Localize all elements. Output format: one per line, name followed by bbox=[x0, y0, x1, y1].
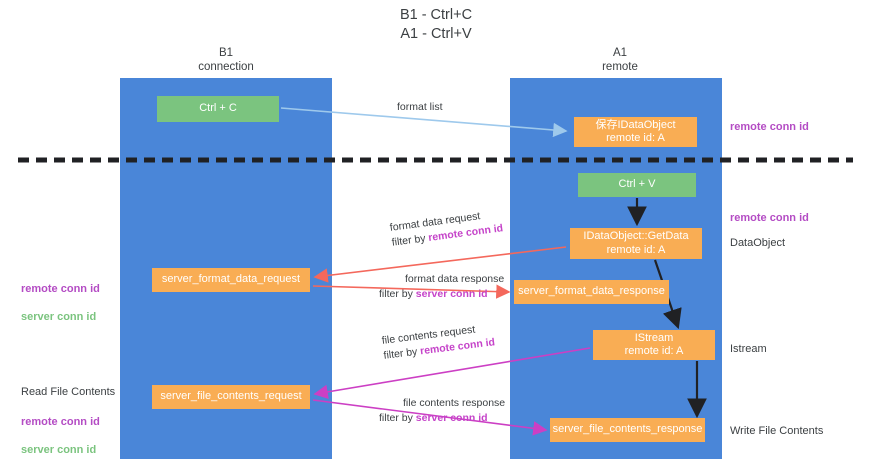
annotation-remote-conn-id-left-top: remote conn id bbox=[21, 283, 100, 295]
node-server-file-contents-response[interactable]: server_file_contents_response bbox=[550, 418, 705, 442]
annotation-remote-conn-id-mid: remote conn id bbox=[730, 212, 809, 224]
edge-label-format-data-response-filter: server conn id bbox=[415, 288, 488, 300]
page-title: B1 - Ctrl+C A1 - Ctrl+V bbox=[399, 7, 473, 42]
edge-label-format-list: format list bbox=[397, 100, 443, 115]
annotation-read-file-contents: Read File Contents bbox=[21, 386, 116, 398]
annotation-conn-id-pair-bottom: remote conn id server conn id bbox=[21, 401, 100, 457]
edge-label-format-data-response: format data response filter by server co… bbox=[379, 272, 504, 302]
annotation-server-conn-id-left-bottom: server conn id bbox=[21, 444, 97, 456]
node-save-idataobject[interactable]: 保存IDataObject remote id: A bbox=[574, 117, 697, 147]
edge-label-format-data-response-prefix: filter by bbox=[379, 288, 413, 300]
annotation-dataobject: DataObject bbox=[730, 237, 786, 249]
node-idataobject-getdata[interactable]: IDataObject::GetData remote id: A bbox=[570, 228, 702, 259]
node-server-file-contents-request[interactable]: server_file_contents_request bbox=[152, 385, 310, 409]
lane-title-b1: B1 connection bbox=[198, 47, 254, 73]
edge-label-file-contents-request-prefix: filter by bbox=[382, 345, 419, 362]
node-ctrl-v[interactable]: Ctrl + V bbox=[578, 173, 696, 197]
edge-label-file-contents-response: file contents response filter by server … bbox=[379, 396, 505, 426]
lane-title-a1: A1 remote bbox=[602, 47, 638, 73]
node-istream[interactable]: IStream remote id: A bbox=[593, 330, 715, 360]
edge-label-file-contents-response-filter: server conn id bbox=[415, 412, 488, 424]
annotation-server-conn-id-left-top: server conn id bbox=[21, 311, 97, 323]
edge-label-format-list-line1: format list bbox=[397, 101, 443, 113]
annotation-remote-conn-id-top: remote conn id bbox=[730, 121, 809, 133]
annotation-conn-id-pair-top: remote conn id server conn id bbox=[21, 268, 100, 324]
edge-label-format-data-request: format data request filter by remote con… bbox=[389, 206, 504, 250]
edge-label-format-data-request-prefix: filter by bbox=[391, 232, 427, 249]
node-server-format-data-response[interactable]: server_format_data_response bbox=[514, 280, 669, 304]
edge-label-format-data-response-line1: format data response bbox=[405, 273, 505, 285]
node-ctrl-c[interactable]: Ctrl + C bbox=[157, 96, 279, 122]
edge-label-file-contents-response-line1: file contents response bbox=[403, 397, 506, 409]
edge-label-file-contents-response-prefix: filter by bbox=[379, 412, 413, 424]
edge-label-file-contents-request: file contents request filter by remote c… bbox=[381, 320, 496, 363]
node-server-format-data-request[interactable]: server_format_data_request bbox=[152, 268, 310, 292]
annotation-remote-conn-id-left-bottom: remote conn id bbox=[21, 416, 100, 428]
annotation-write-file-contents: Write File Contents bbox=[730, 425, 824, 437]
annotation-istream: Istream bbox=[730, 343, 767, 355]
